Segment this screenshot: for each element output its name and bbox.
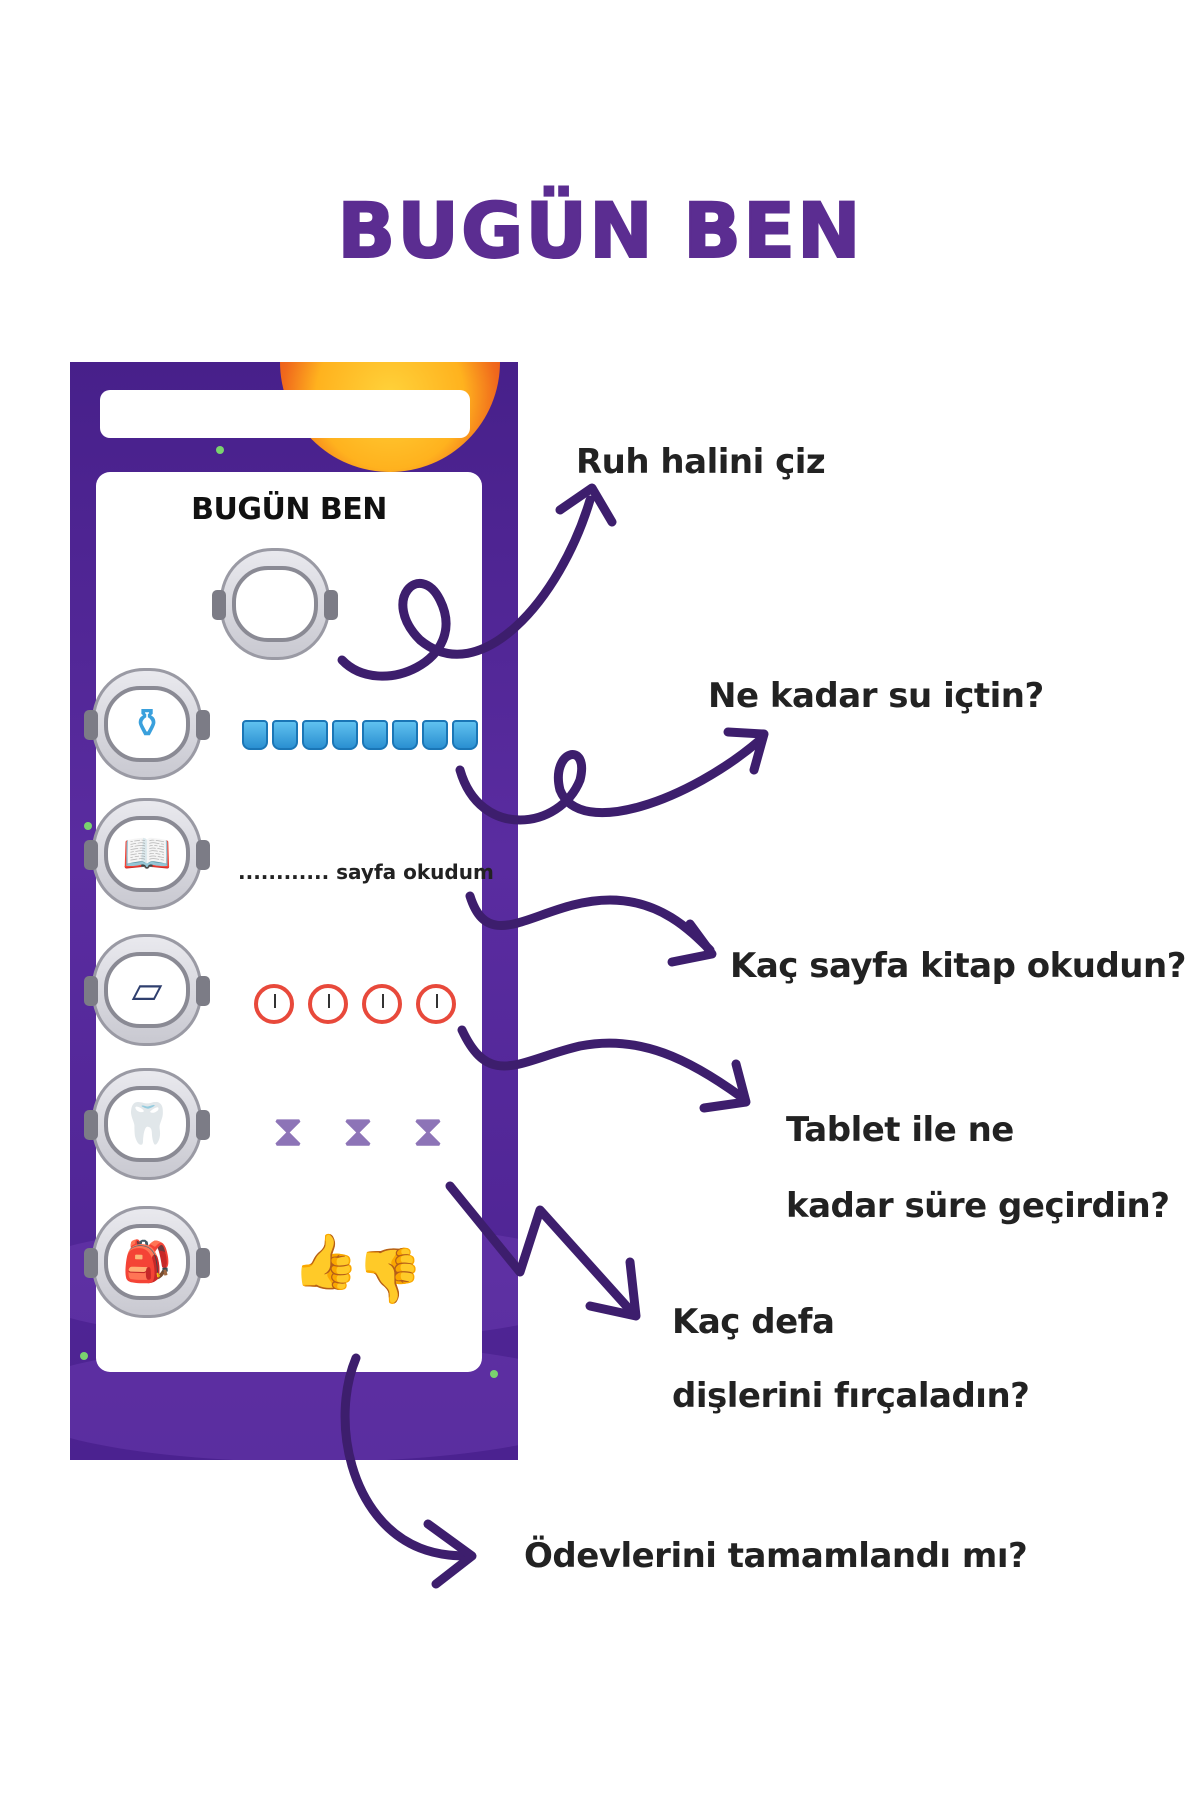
hourglass-icon[interactable]: ⧗ <box>342 1106 374 1157</box>
label-tablet-line1: Tablet ile ne <box>786 1110 1014 1150</box>
label-tablet-line2: kadar süre geçirdin? <box>786 1186 1170 1226</box>
label-mood: Ruh halini çiz <box>576 442 826 482</box>
thumbs-down-icon[interactable]: 👎 <box>356 1244 424 1307</box>
arrow-water-head <box>723 727 769 775</box>
label-homework: Ödevlerini tamamlandı mı? <box>524 1536 1028 1576</box>
water-cup[interactable] <box>332 720 358 750</box>
star-dot <box>216 446 224 454</box>
hourglass-icon[interactable]: ⧗ <box>272 1106 304 1157</box>
arrow-water <box>455 735 765 825</box>
pages-read-text: ............ sayfa okudum <box>238 860 494 884</box>
water-cup[interactable] <box>302 720 328 750</box>
label-book: Kaç sayfa kitap okudun? <box>730 946 1186 986</box>
arrow-book <box>465 891 715 955</box>
arrow-book-head <box>667 919 717 967</box>
water-cup[interactable] <box>452 720 478 750</box>
clock-icon[interactable] <box>362 984 402 1024</box>
water-cup[interactable] <box>362 720 388 750</box>
card-title: BUGÜN BEN <box>191 492 387 527</box>
star-dot <box>80 1352 88 1360</box>
helmet-empty-icon[interactable] <box>210 548 340 660</box>
hourglass-icon[interactable]: ⧗ <box>412 1106 444 1157</box>
arrow-homework <box>340 1353 475 1561</box>
label-water: Ne kadar su içtin? <box>708 676 1044 716</box>
arrow-teeth-head <box>585 1257 641 1321</box>
water-cup[interactable] <box>242 720 268 750</box>
tablet-icon: ▱ <box>82 934 212 1046</box>
backpack-icon: 🎒 <box>82 1206 212 1318</box>
tooth-brushing-icon: 🦷 <box>82 1068 212 1180</box>
water-jug-icon: ⚱ <box>82 668 212 780</box>
thumbs-up-icon[interactable]: 👍 <box>292 1230 360 1293</box>
arrow-tablet-head <box>699 1059 751 1113</box>
page-title: BUGÜN BEN <box>336 185 863 276</box>
clock-icon[interactable] <box>308 984 348 1024</box>
clock-icon[interactable] <box>254 984 294 1024</box>
arrow-tablet <box>457 1025 745 1101</box>
open-book-icon: 📖 <box>82 798 212 910</box>
star-dot <box>490 1370 498 1378</box>
label-teeth-line2: dişlerini fırçaladın? <box>672 1376 1030 1416</box>
label-teeth-line1: Kaç defa <box>672 1302 835 1342</box>
arrow-mood-head <box>555 483 617 527</box>
clock-icon[interactable] <box>416 984 456 1024</box>
arrow-teeth <box>445 1181 635 1315</box>
water-cup[interactable] <box>392 720 418 750</box>
arrow-homework-head <box>423 1519 477 1589</box>
water-cup[interactable] <box>422 720 448 750</box>
star-dot <box>84 822 92 830</box>
card-name-field[interactable] <box>100 390 470 438</box>
arrow-mood <box>337 495 595 681</box>
water-cup[interactable] <box>272 720 298 750</box>
